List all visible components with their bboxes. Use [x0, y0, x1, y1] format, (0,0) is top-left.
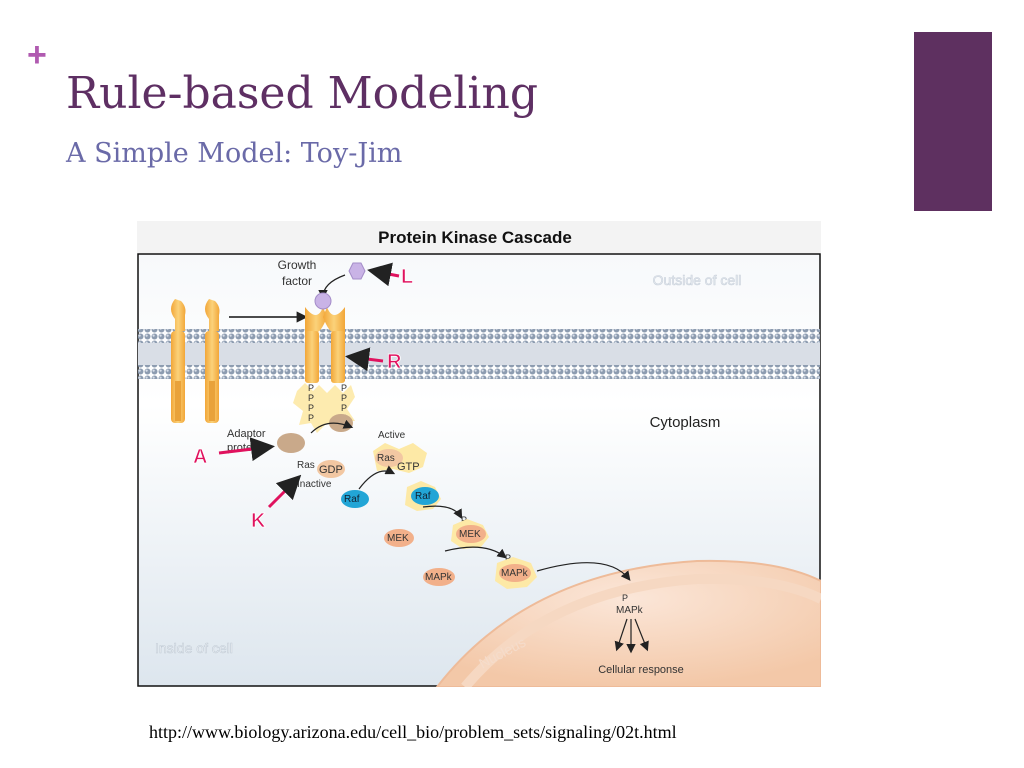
callout-k: K	[251, 474, 302, 532]
adaptor-label-line1: Adaptor	[227, 428, 266, 440]
diagram-title: Protein Kinase Cascade	[378, 228, 572, 247]
membrane-inner-layer	[138, 365, 820, 379]
phospho-r2-2: P	[341, 393, 347, 403]
gdp-label: GDP	[319, 464, 343, 476]
mapk-activation-arrow	[444, 546, 507, 559]
raf-active-label: Raf	[415, 491, 431, 502]
inside-of-cell-label: Inside of cell	[155, 640, 233, 656]
ras-inactive-label: Ras	[297, 460, 315, 471]
mek-active-shape	[456, 525, 486, 543]
ras-active-label: Ras	[377, 453, 395, 464]
phospho-mapk-nucleus: P	[622, 593, 628, 603]
inactive-receptor-right	[205, 299, 220, 423]
raf-inactive-label: Raf	[344, 494, 360, 505]
cellular-response-label: Cellular response	[598, 664, 684, 676]
phospho-r1-3: P	[308, 403, 314, 413]
ras-active-shape	[375, 449, 403, 467]
diagram-title-band	[137, 221, 821, 253]
growth-factor-label-line1: Growth	[278, 258, 317, 272]
bound-ligand	[314, 292, 332, 310]
accent-bar	[914, 32, 992, 211]
growth-factor-ligand	[348, 262, 366, 280]
mapk-inactive-label: MAPk	[425, 572, 453, 583]
membrane-core	[138, 343, 820, 365]
phospho-mapk: P	[505, 553, 511, 563]
mapk-active-shape	[499, 564, 531, 582]
callout-a: A	[193, 437, 275, 468]
callout-r-label: R	[387, 351, 402, 373]
nuclear-envelope	[461, 573, 821, 687]
response-arrow-1	[614, 618, 628, 652]
callout-l: L	[367, 262, 414, 288]
raf-active-shape	[411, 487, 439, 505]
mek-activation-arrow	[422, 505, 463, 520]
active-receptor-dimer	[293, 307, 355, 433]
mek-inactive-label: MEK	[387, 533, 409, 544]
mek-inactive-shape	[384, 529, 414, 547]
protein-kinase-cascade-diagram: Protein Kinase Cascade Nucleus Outside o…	[137, 221, 821, 687]
mek-active-label: MEK	[459, 529, 481, 540]
gdp-shape	[317, 460, 345, 478]
callout-l-label: L	[401, 266, 413, 288]
cytoplasm-label: Cytoplasm	[650, 414, 721, 431]
response-arrow-3	[634, 618, 649, 652]
phospho-r1-2: P	[308, 393, 314, 403]
outside-of-cell-label: Outside of cell	[653, 272, 742, 288]
callout-r: R	[345, 347, 402, 373]
raf-activation-arrow	[358, 465, 396, 490]
inactive-receptor-left	[171, 299, 186, 423]
mapk-inactive-shape	[423, 568, 455, 586]
mapk-nucleus-label: MAPk	[616, 605, 644, 616]
callout-a-label: A	[193, 446, 207, 468]
active-label: Active	[378, 430, 406, 441]
callout-k-label: K	[251, 510, 266, 532]
slide-title: Rule-based Modeling	[66, 68, 539, 119]
membrane-outer-layer	[138, 329, 820, 343]
raf-inactive-shape	[341, 490, 369, 508]
phospho-r1-1: P	[308, 383, 314, 393]
phospho-r2-1: P	[341, 383, 347, 393]
ras-activation-arrow	[310, 419, 354, 434]
growth-factor-label-line2: factor	[282, 274, 312, 288]
phospho-r1-4: P	[308, 413, 314, 423]
plus-icon: +	[27, 36, 47, 74]
nucleus-shape	[435, 559, 821, 687]
inactive-label: Inactive	[297, 479, 332, 490]
phospho-mek: P	[461, 515, 467, 525]
source-url: http://www.biology.arizona.edu/cell_bio/…	[149, 722, 677, 742]
mapk-active-label: MAPk	[501, 568, 529, 579]
phospho-r2-3: P	[341, 403, 347, 413]
adaptor-protein-shape	[277, 433, 305, 453]
slide-subtitle: A Simple Model: Toy-Jim	[66, 138, 403, 169]
gtp-label: GTP	[397, 461, 420, 473]
nuclear-translocation-arrow	[536, 562, 631, 581]
